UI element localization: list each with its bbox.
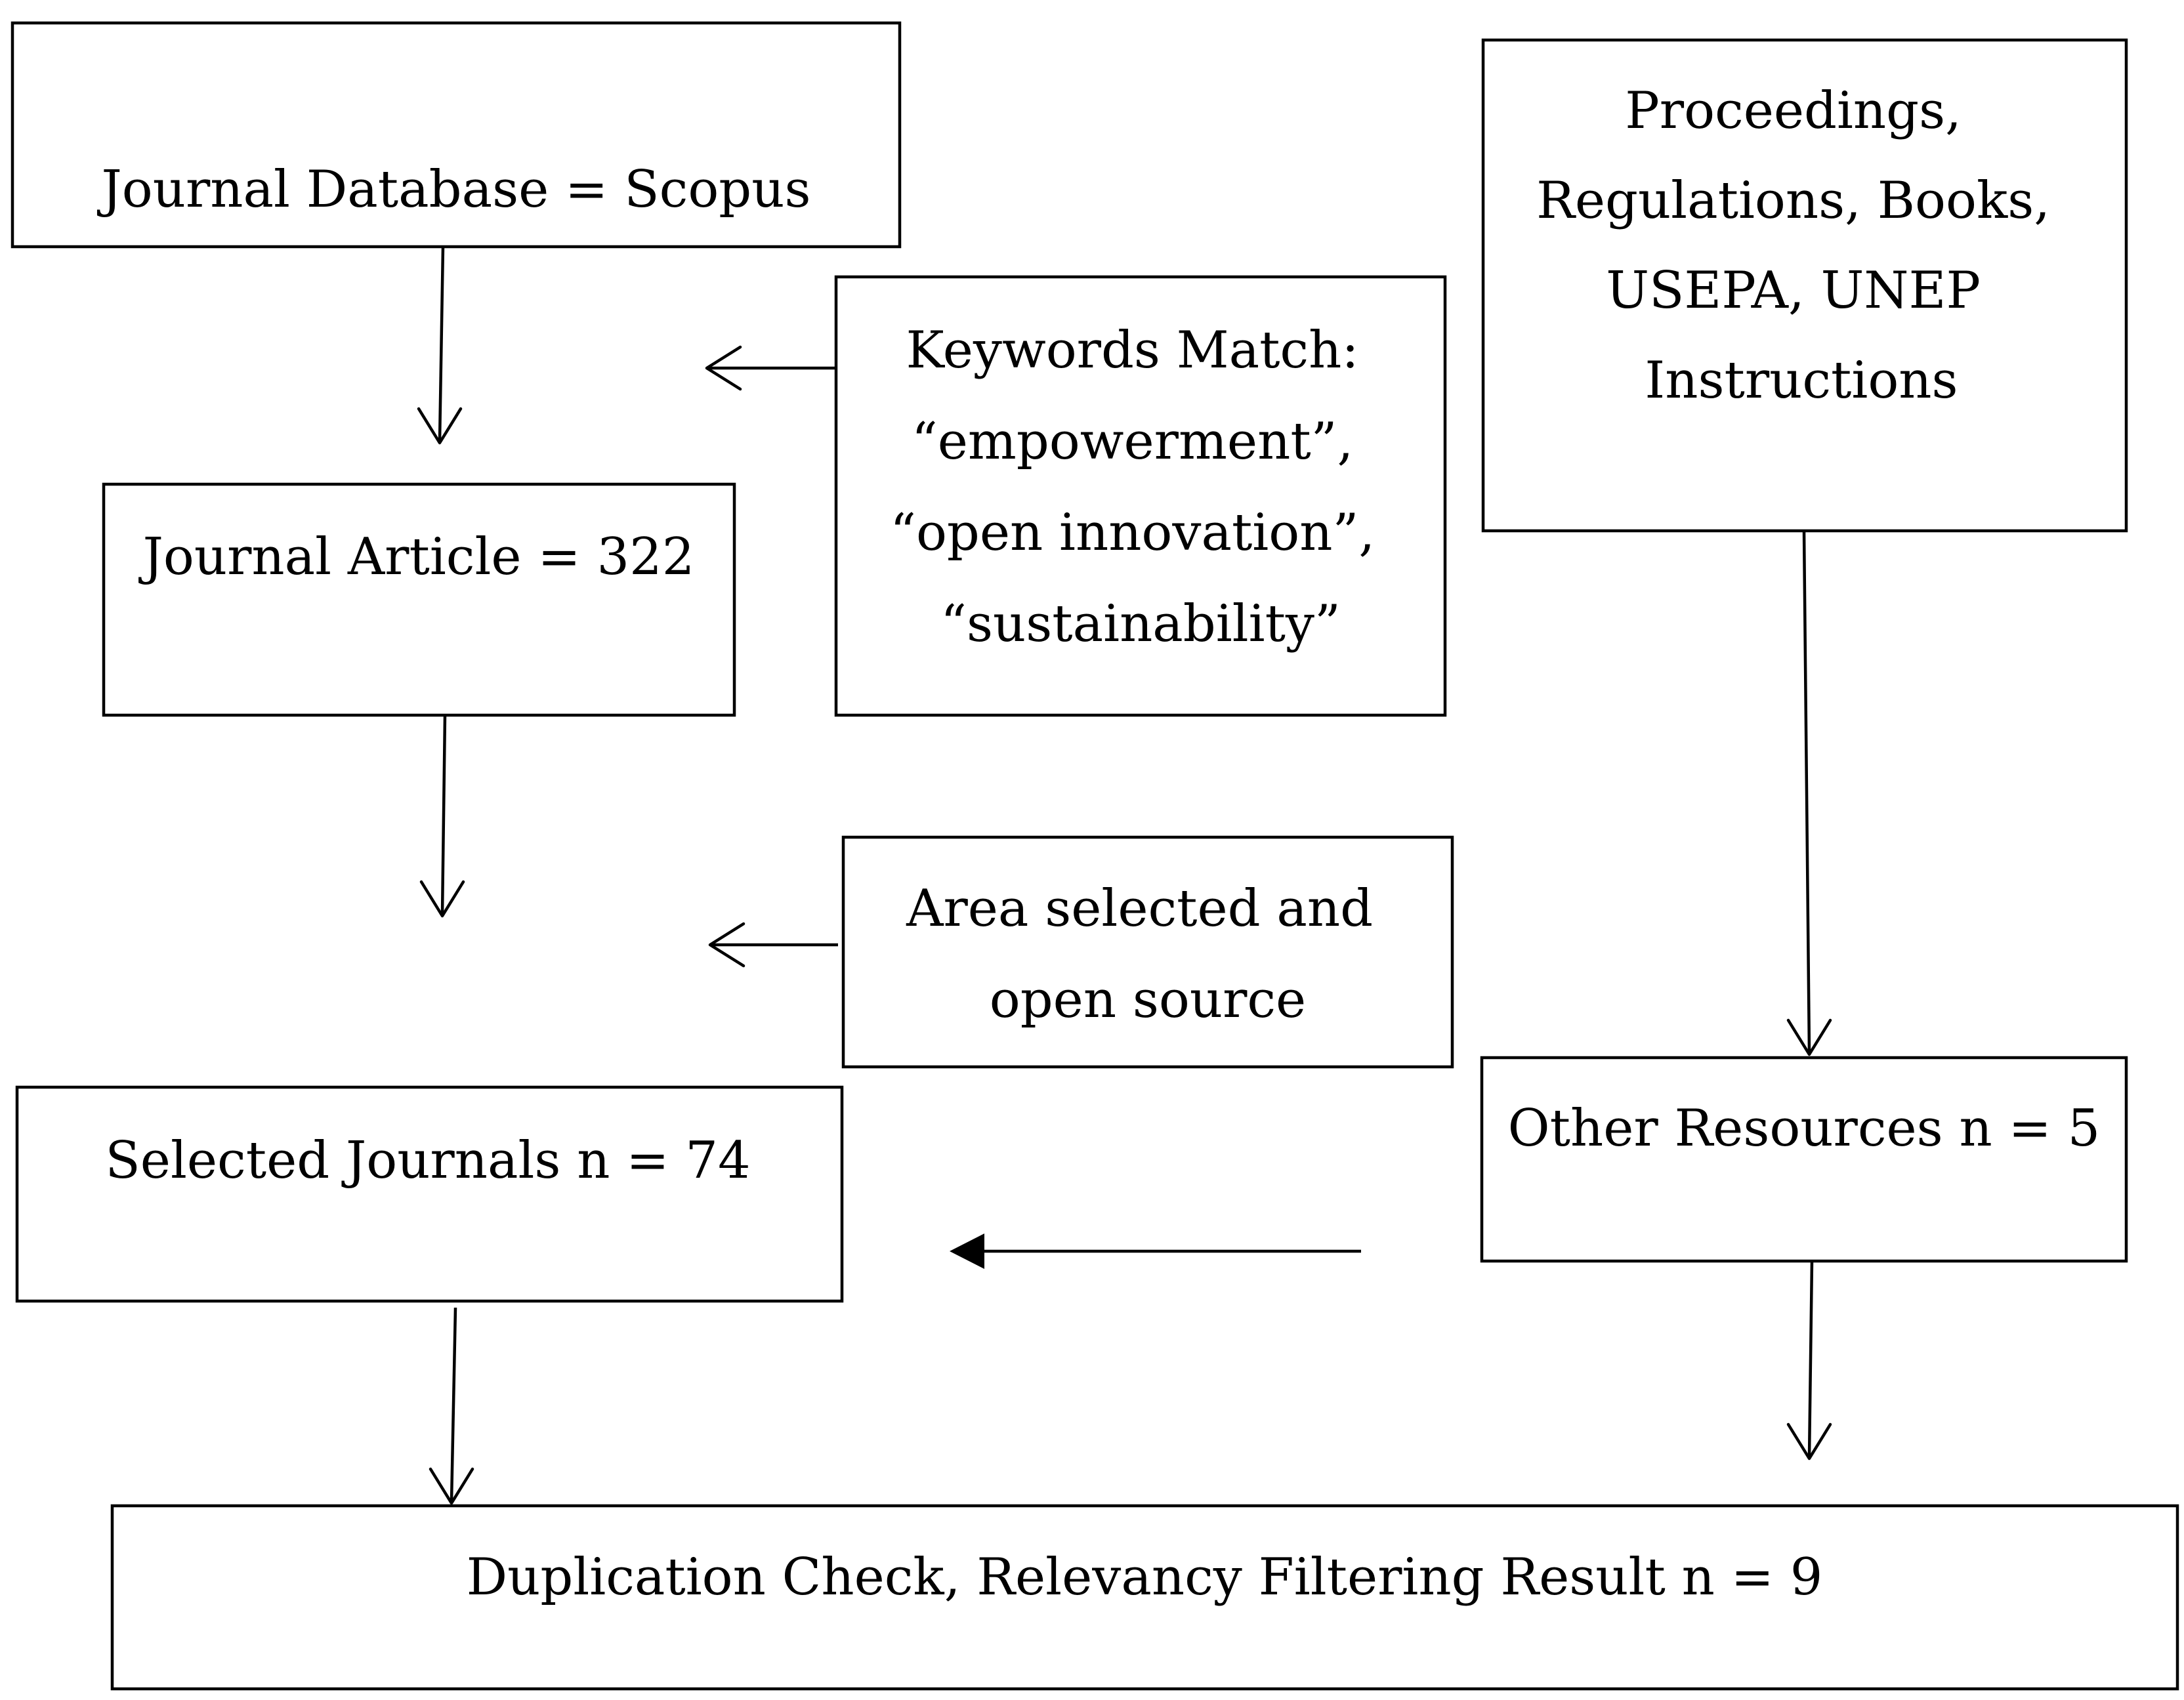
- journal-database-node: Journal Database = Scopus: [10, 21, 902, 249]
- final-result-label: Duplication Check, Relevancy Filtering R…: [467, 1548, 1823, 1607]
- arrowhead-down-icon: [1786, 1422, 1832, 1461]
- arrowhead-left-icon: [705, 345, 742, 391]
- arrow-article-down: [419, 715, 465, 918]
- arrowhead-down-icon: [417, 407, 463, 445]
- arrow-area-to-left: [708, 922, 838, 968]
- arrowhead-filled-left-icon: [950, 1234, 984, 1269]
- arrow-database-to-article: [417, 246, 463, 445]
- journal-database-label: Journal Database = Scopus: [97, 160, 811, 219]
- arrowhead-left-icon: [708, 922, 746, 968]
- other-sources-label: Proceedings, Regulations, Books, USEPA, …: [1536, 81, 2067, 410]
- selected-journals-node: Selected Journals n = 74: [15, 1085, 844, 1303]
- arrow-resources-to-result: [1786, 1260, 1832, 1461]
- arrowhead-down-icon: [419, 880, 465, 918]
- arrow-resources-to-journals: [950, 1234, 1361, 1269]
- final-result-node: Duplication Check, Relevancy Filtering R…: [110, 1504, 2179, 1691]
- other-resources-label: Other Resources n = 5: [1508, 1099, 2101, 1158]
- selected-journals-label: Selected Journals n = 74: [105, 1131, 750, 1190]
- journal-article-label: Journal Article = 322: [138, 528, 695, 587]
- arrowhead-down-icon: [429, 1467, 474, 1505]
- journal-article-node: Journal Article = 322: [102, 482, 736, 717]
- arrow-keywords-to-left: [705, 345, 836, 391]
- area-selected-label: Area selected and open source: [906, 879, 1389, 1029]
- arrowhead-down-icon: [1786, 1018, 1832, 1056]
- area-selected-node: Area selected and open source: [841, 835, 1454, 1069]
- other-resources-node: Other Resources n = 5: [1480, 1056, 2128, 1263]
- arrow-journals-to-result: [429, 1307, 474, 1505]
- keywords-match-node: Keywords Match: “empowerment”, “open inn…: [834, 275, 1447, 717]
- other-sources-node: Proceedings, Regulations, Books, USEPA, …: [1481, 38, 2128, 533]
- keywords-match-label: Keywords Match: “empowerment”, “open inn…: [890, 321, 1391, 653]
- arrow-sources-to-resources: [1786, 530, 1832, 1056]
